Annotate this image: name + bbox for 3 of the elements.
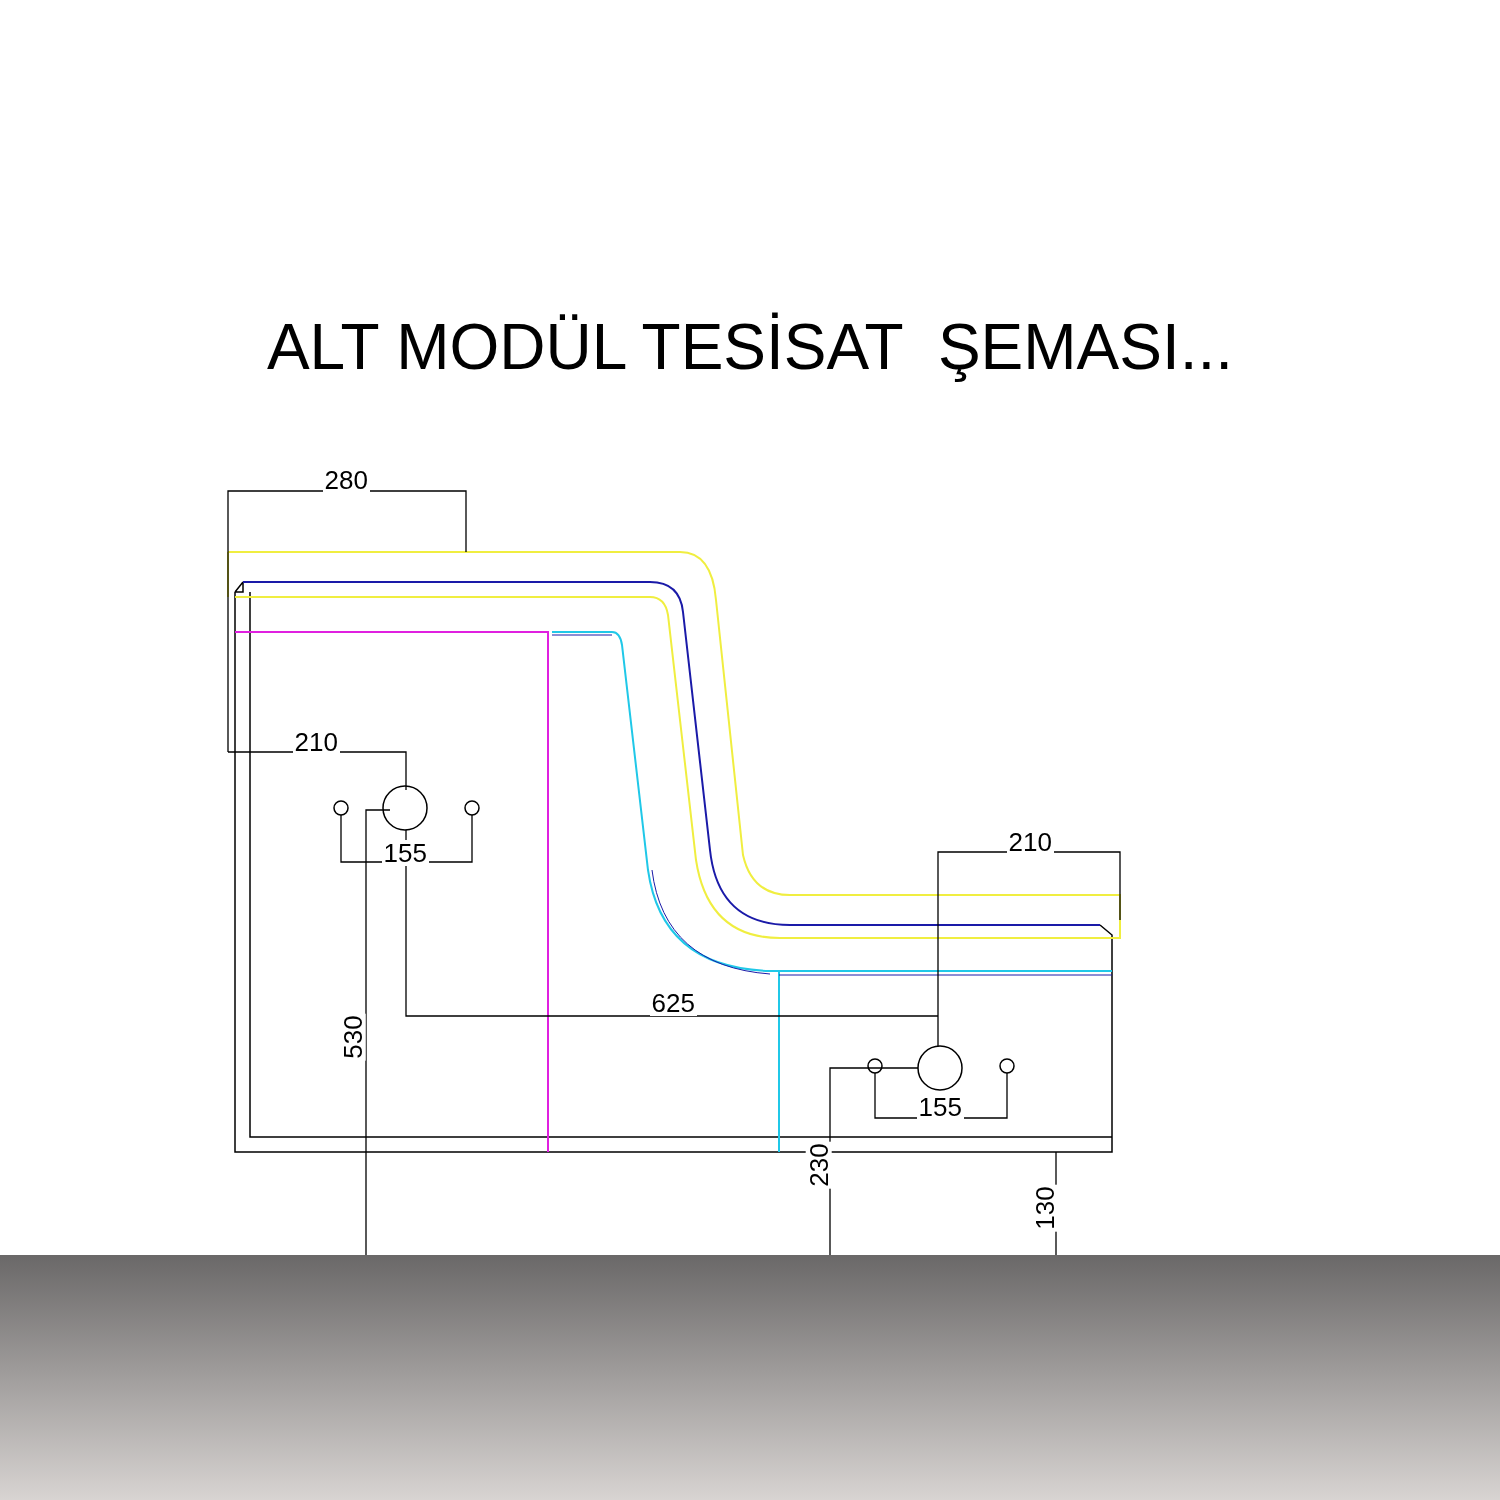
title: ALT MODÜL TESİSAT ŞEMASI... <box>265 310 1235 384</box>
dimension-label: 155 <box>381 840 429 866</box>
dimension-label: 230 <box>805 1141 832 1189</box>
